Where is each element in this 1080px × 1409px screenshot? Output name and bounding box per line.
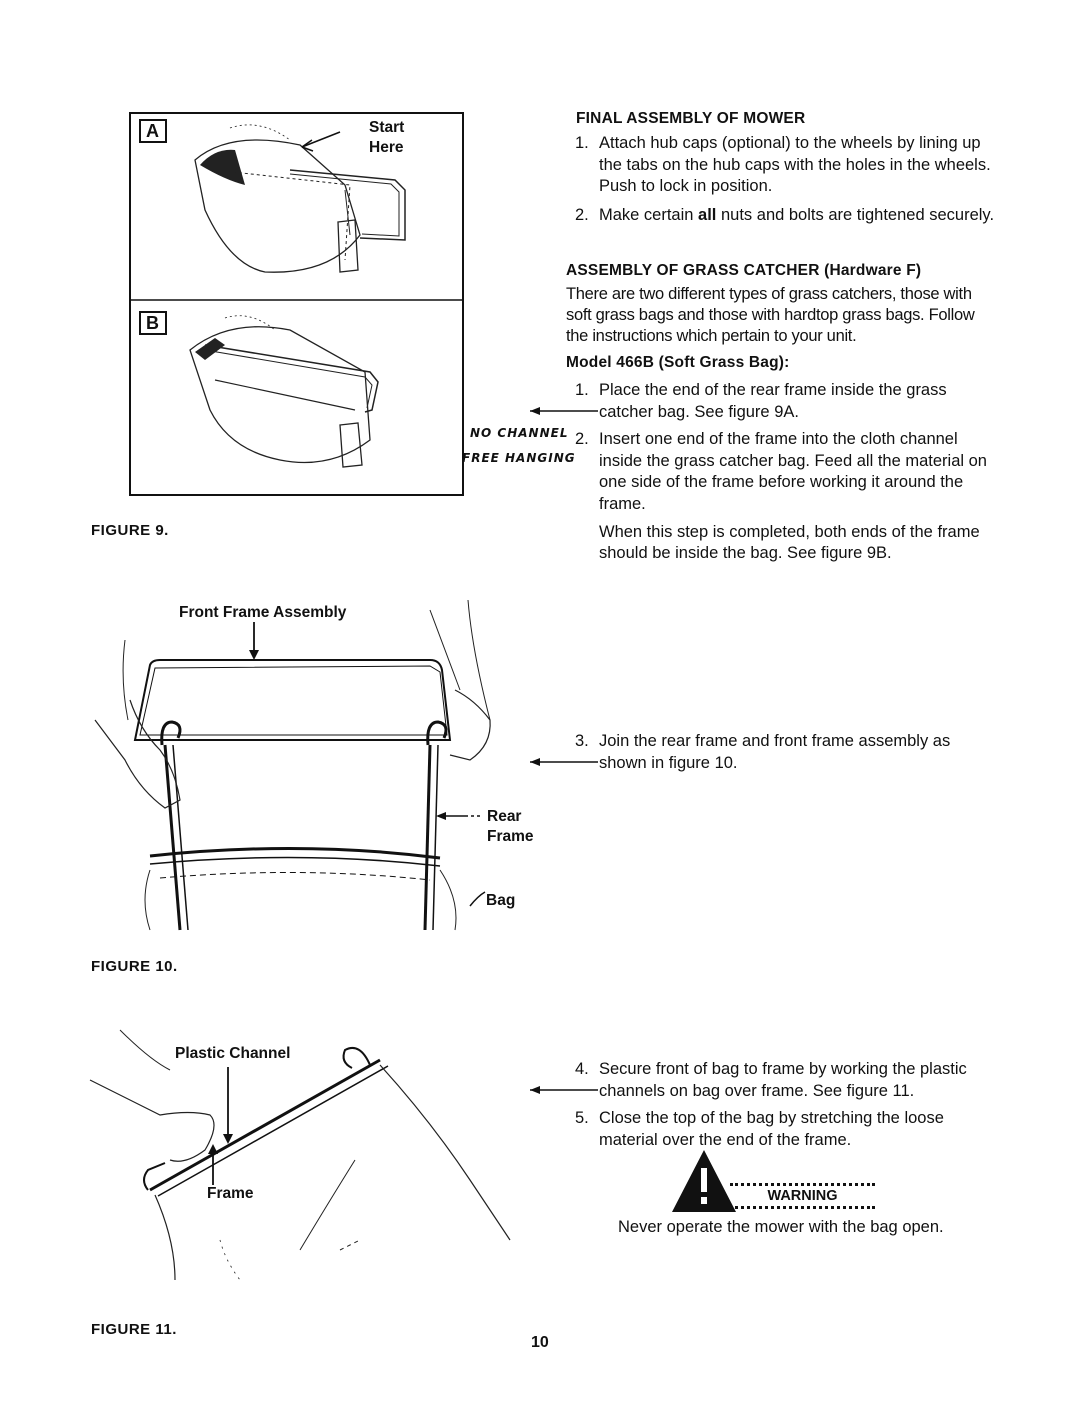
emphasis-all: all — [698, 206, 717, 224]
item-number: 3. — [575, 732, 589, 750]
panel-b-letter: B — [146, 313, 159, 333]
item-text: Make certain all nuts and bolts are tigh… — [599, 206, 995, 224]
handwritten-note-hanging: FREE HANGING — [462, 451, 576, 465]
start-label: Start — [369, 119, 405, 136]
rear-label: Rear — [487, 808, 522, 825]
figure-11-caption: FIGURE 11. — [91, 1321, 177, 1338]
grass-catcher-item-3: 3. Join the rear frame and front frame a… — [575, 731, 995, 774]
item-text: Insert one end of the frame into the clo… — [599, 430, 987, 513]
final-assembly-heading: FINAL ASSEMBLY OF MOWER — [576, 110, 806, 127]
final-assembly-item-2: 2. Make certain all nuts and bolts are t… — [575, 205, 995, 227]
final-assembly-item-1: 1. Attach hub caps (optional) to the whe… — [575, 133, 995, 198]
front-frame-label: Front Frame Assembly — [179, 604, 347, 621]
panel-a-letter: A — [146, 121, 159, 141]
item-number: 5. — [575, 1109, 589, 1127]
page-number: 10 — [531, 1334, 549, 1351]
grass-catcher-item-1: 1. Place the end of the rear frame insid… — [575, 380, 995, 423]
item-text: Secure front of bag to frame by working … — [599, 1060, 967, 1100]
grass-catcher-item-5: 5. Close the top of the bag by stretchin… — [575, 1108, 995, 1151]
item-text: Attach hub caps (optional) to the wheels… — [599, 134, 991, 195]
plastic-channel-label: Plastic Channel — [175, 1045, 291, 1062]
bag-label: Bag — [486, 892, 516, 909]
step-2-note: When this step is completed, both ends o… — [599, 523, 980, 562]
grass-catcher-intro: There are two different types of grass c… — [566, 285, 975, 345]
grass-catcher-heading: ASSEMBLY OF GRASS CATCHER (Hardware F) — [566, 262, 922, 279]
grass-catcher-item-4: 4. Secure front of bag to frame by worki… — [575, 1059, 995, 1102]
warning-label: WARNING — [730, 1183, 875, 1209]
model-heading: Model 466B (Soft Grass Bag): — [566, 354, 790, 371]
item-text: Join the rear frame and front frame asse… — [599, 732, 951, 772]
figure-10-caption: FIGURE 10. — [91, 958, 178, 975]
start-here-label: Start Here — [343, 118, 404, 158]
handwritten-note-channel: NO CHANNEL — [470, 426, 569, 440]
item-number: 1. — [575, 134, 589, 152]
grass-catcher-item-2: 2. Insert one end of the frame into the … — [575, 429, 995, 515]
item-number: 2. — [575, 206, 589, 224]
item-number: 1. — [575, 381, 589, 399]
item-number: 4. — [575, 1060, 589, 1078]
figure-9-caption: FIGURE 9. — [91, 522, 169, 539]
warning-text: Never operate the mower with the bag ope… — [618, 1218, 944, 1236]
frame-label: Frame — [487, 828, 534, 845]
item-text: Place the end of the rear frame inside t… — [599, 381, 947, 421]
rear-frame-label: Rear Frame — [487, 807, 534, 847]
here-label: Here — [369, 139, 404, 156]
frame-label: Frame — [207, 1185, 254, 1202]
item-text: Close the top of the bag by stretching t… — [599, 1109, 944, 1149]
item-number: 2. — [575, 430, 589, 448]
